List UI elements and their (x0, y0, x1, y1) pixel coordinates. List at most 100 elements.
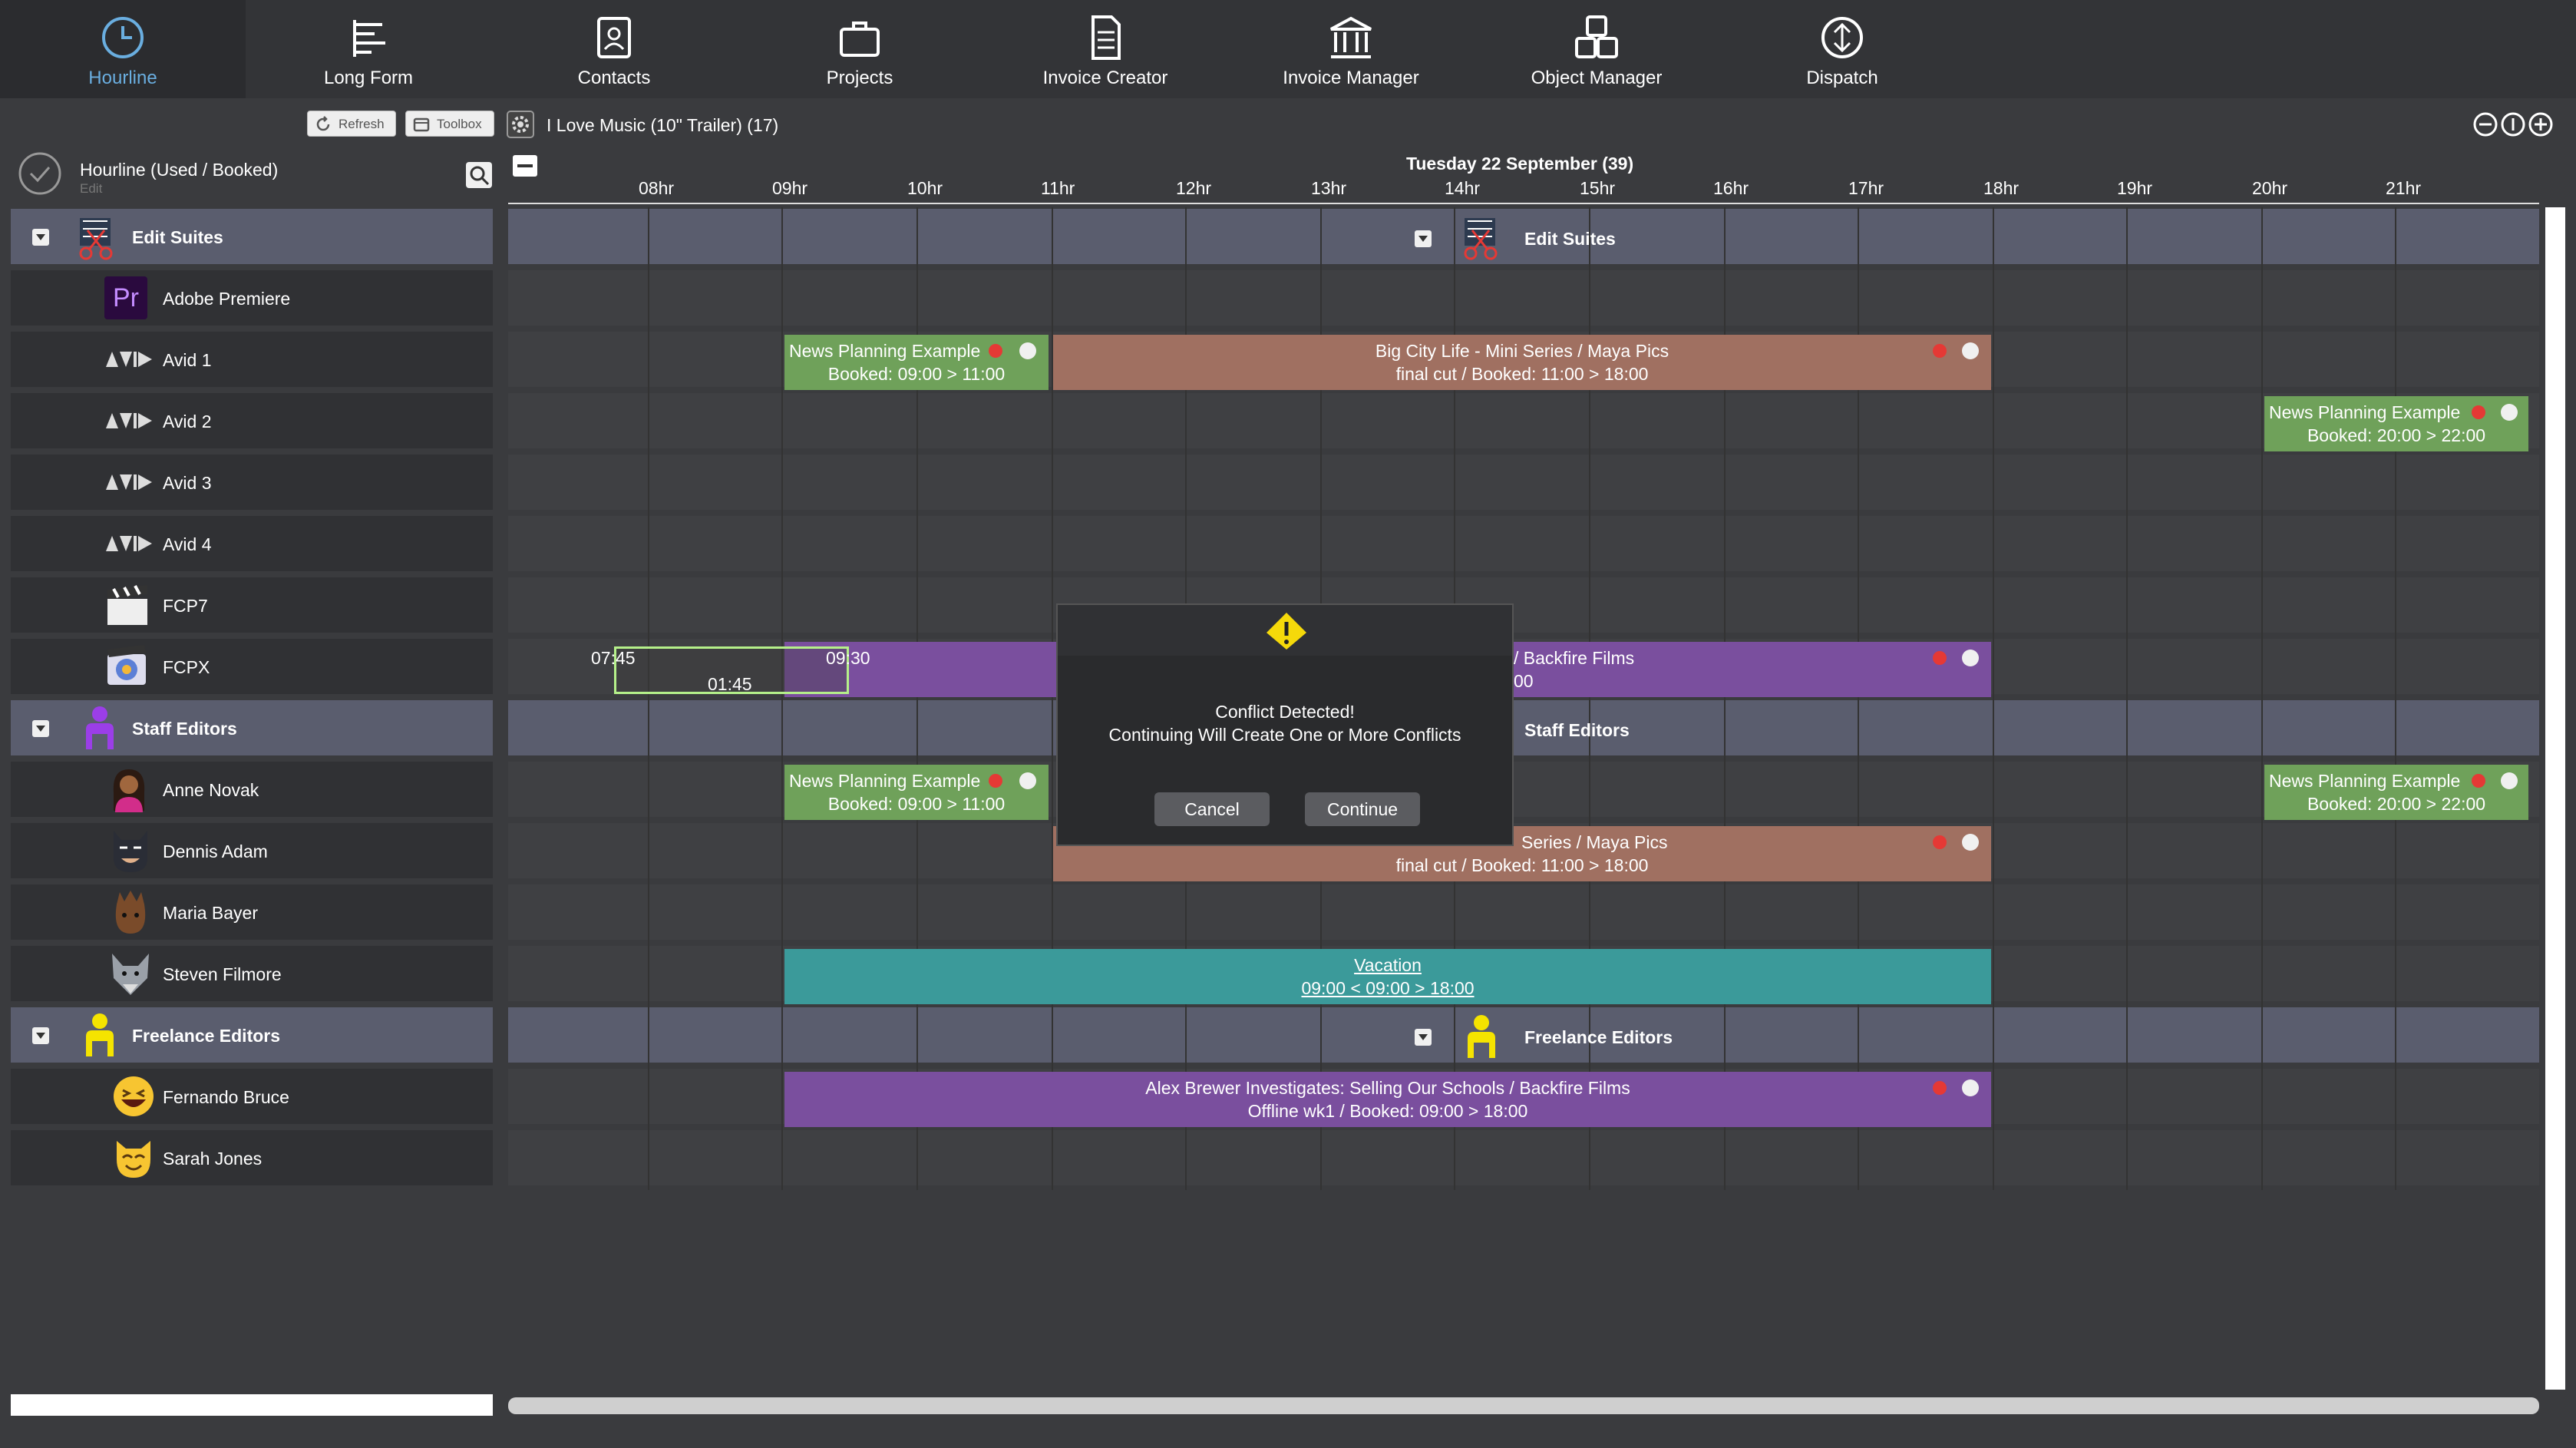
nav-invoice-manager[interactable]: Invoice Manager (1236, 0, 1466, 98)
booking-vacation-steven[interactable]: Vacation 09:00 < 09:00 > 18:00 (784, 949, 1991, 1004)
document-icon (1091, 15, 1121, 60)
briefcase-icon (840, 21, 880, 57)
grid-row[interactable] (508, 455, 2539, 510)
checkmark-circle-icon (18, 152, 61, 195)
collapse-edit-suites[interactable] (32, 229, 49, 246)
grid-row[interactable] (508, 577, 2539, 633)
booking-news-planning-anne-pm[interactable]: News Planning Example Booked: 20:00 > 22… (2264, 765, 2528, 820)
status-check-icon[interactable] (1962, 1079, 1979, 1096)
resource-fcpx[interactable]: FCPX (11, 639, 493, 694)
zoom-reset-icon[interactable] (2499, 111, 2527, 138)
refresh-label: Refresh (339, 117, 385, 131)
resource-fcp7[interactable]: FCP7 (11, 577, 493, 633)
film-scissors-icon (1464, 218, 1498, 260)
resource-label: FCP7 (163, 596, 208, 616)
hour-tick: 21hr (2386, 178, 2422, 198)
group-freelance-editors[interactable]: Freelance Editors (11, 1007, 493, 1063)
timeline-horizontal-scrollbar[interactable] (508, 1397, 2539, 1414)
collapse-staff-editors[interactable] (32, 720, 49, 737)
hour-gridline (1724, 207, 1726, 1190)
panel-title: Hourline (Used / Booked) (80, 160, 279, 180)
resource-sarah-jones[interactable]: Sarah Jones (11, 1130, 493, 1185)
nav-hourline[interactable]: Hourline (8, 0, 238, 98)
booking-news-planning-anne[interactable]: News Planning Example Booked: 09:00 > 11… (784, 765, 1049, 820)
grid-row[interactable] (508, 884, 2539, 940)
zoom-in-icon[interactable] (2527, 111, 2555, 138)
status-check-icon[interactable] (1019, 342, 1036, 359)
resource-maria-bayer[interactable]: Maria Bayer (11, 884, 493, 940)
resource-steven-filmore[interactable]: Steven Filmore (11, 946, 493, 1001)
selection-range[interactable] (614, 646, 849, 694)
zoom-out-icon[interactable] (2472, 111, 2499, 138)
resource-fernando-bruce[interactable]: Fernando Bruce (11, 1069, 493, 1124)
collapse-all-button[interactable] (513, 155, 537, 177)
resource-adobe-premiere[interactable]: Pr Adobe Premiere (11, 270, 493, 326)
grid-row[interactable] (508, 393, 2539, 448)
settings-gear-icon[interactable] (507, 111, 534, 138)
resource-avid-2[interactable]: Avid 2 (11, 393, 493, 448)
conflict-dot (1933, 651, 1947, 665)
nav-projects[interactable]: Projects (745, 0, 975, 98)
grid-collapse-edit-suites[interactable] (1415, 230, 1432, 247)
nav-object-manager[interactable]: Object Manager (1481, 0, 1712, 98)
resource-avid-4[interactable]: Avid 4 (11, 516, 493, 571)
panel-subtitle: Edit (80, 181, 103, 196)
vertical-scrollbar[interactable] (2545, 207, 2565, 1390)
resource-avid-3[interactable]: Avid 3 (11, 455, 493, 510)
booking-news-planning-avid2[interactable]: News Planning Example Booked: 20:00 > 22… (2264, 396, 2528, 451)
hour-gridline (2395, 207, 2396, 1190)
status-check-icon[interactable] (1019, 772, 1036, 789)
group-edit-suites[interactable]: Edit Suites (11, 209, 493, 264)
toolbox-button[interactable]: Toolbox (405, 111, 494, 137)
grid-group-staff-editors (508, 700, 2539, 755)
booking-alex-brewer-fernando[interactable]: Alex Brewer Investigates: Selling Our Sc… (784, 1072, 1991, 1127)
refresh-icon (316, 116, 330, 131)
left-horizontal-scrollbar[interactable] (11, 1394, 493, 1416)
status-check-icon[interactable] (1962, 834, 1979, 851)
event-title: News Planning Example (789, 771, 981, 791)
refresh-button[interactable]: Refresh (307, 111, 396, 137)
status-check-icon[interactable] (2501, 772, 2518, 789)
grid-group-label: Edit Suites (1524, 229, 1616, 249)
grid-row[interactable] (508, 270, 2539, 326)
cancel-button[interactable]: Cancel (1154, 792, 1270, 826)
search-icon[interactable] (465, 161, 493, 189)
resource-anne-novak[interactable]: Anne Novak (11, 762, 493, 817)
resource-dennis-adam[interactable]: Dennis Adam (11, 823, 493, 878)
resource-label: Fernando Bruce (163, 1087, 289, 1107)
resource-avid-1[interactable]: Avid 1 (11, 332, 493, 387)
resource-label: Avid 4 (163, 534, 212, 554)
grid-row[interactable] (508, 1130, 2539, 1185)
group-staff-editors[interactable]: Staff Editors (11, 700, 493, 755)
nav-dispatch[interactable]: Dispatch (1727, 0, 1957, 98)
conflict-dot (989, 344, 1002, 358)
status-check-icon[interactable] (1962, 342, 1979, 359)
ruler-date: Tuesday 22 September (39) (1406, 154, 1634, 174)
nav-invoice-creator[interactable]: Invoice Creator (990, 0, 1220, 98)
selection-start: 07:45 (591, 648, 636, 668)
premiere-icon: Pr (104, 276, 147, 319)
grid-collapse-freelance[interactable] (1415, 1029, 1432, 1046)
event-title[interactable]: Vacation (1354, 955, 1422, 975)
booking-news-planning-avid1[interactable]: News Planning Example Booked: 09:00 > 11… (784, 335, 1049, 390)
status-check-icon[interactable] (1962, 650, 1979, 666)
nav-dispatch-label: Dispatch (1806, 68, 1878, 88)
hour-gridline (648, 207, 649, 1190)
status-check-icon[interactable] (2501, 404, 2518, 421)
nav-long-form[interactable]: Long Form (253, 0, 484, 98)
hour-tick: 08hr (639, 178, 675, 198)
grid-row[interactable] (508, 516, 2539, 571)
timeline-icon (353, 20, 385, 57)
collapse-freelance-editors[interactable] (32, 1027, 49, 1044)
booking-big-city-life-avid1[interactable]: Big City Life - Mini Series / Maya Pics … (1053, 335, 1991, 390)
woman-avatar-icon (113, 769, 145, 812)
event-detail[interactable]: 09:00 < 09:00 > 18:00 (1301, 978, 1475, 998)
nav-contacts[interactable]: Contacts (499, 0, 729, 98)
dialog-message-line2: Continuing Will Create One or More Confl… (1108, 725, 1461, 745)
continue-button[interactable]: Continue (1305, 792, 1420, 826)
resource-label: Steven Filmore (163, 964, 282, 984)
resource-label: Anne Novak (163, 780, 259, 800)
final-cut-icon (107, 645, 146, 685)
resource-label: FCPX (163, 657, 210, 677)
hour-tick: 11hr (1041, 178, 1075, 198)
